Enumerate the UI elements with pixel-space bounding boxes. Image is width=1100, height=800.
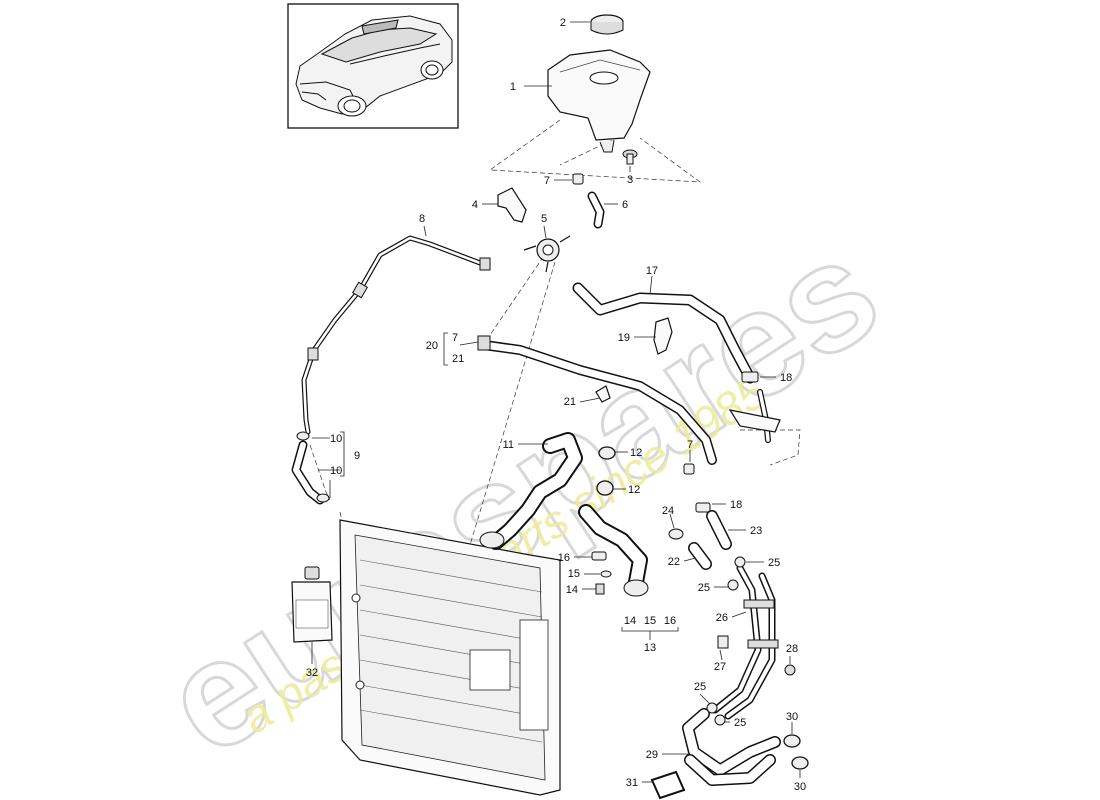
clamp-25-c xyxy=(706,702,718,714)
callout-3: 3 xyxy=(627,174,633,186)
clamp-30-lower xyxy=(791,756,809,770)
callout-29: 29 xyxy=(646,749,658,761)
callout-15: 15 xyxy=(568,568,580,580)
pipe-bracket-right xyxy=(728,389,781,443)
callout-14: 14 xyxy=(566,584,578,596)
plug-16 xyxy=(591,551,607,561)
callout-26: 26 xyxy=(716,612,728,624)
elbow-hose-6 xyxy=(587,191,605,229)
callout-25-d: 25 xyxy=(734,717,746,729)
clamp-18-lower xyxy=(695,502,711,513)
hose-11 xyxy=(479,432,583,550)
connector-5 xyxy=(523,235,571,273)
callout-16-group: 16 xyxy=(664,615,676,627)
callout-22: 22 xyxy=(668,556,680,568)
callout-18-upper: 18 xyxy=(780,372,792,384)
bracket-4 xyxy=(497,187,527,223)
callout-23: 23 xyxy=(750,525,762,537)
callout-27: 27 xyxy=(714,661,726,673)
clamp-25-b xyxy=(727,579,739,591)
callout-4: 4 xyxy=(472,199,478,211)
hose-8 xyxy=(301,235,491,435)
callout-5: 5 xyxy=(541,213,547,225)
thumbnail-box xyxy=(287,3,459,129)
screw-28 xyxy=(784,664,796,676)
callout-21-group: 21 xyxy=(452,353,464,365)
clamp-25-a xyxy=(734,556,746,568)
callout-18-lower: 18 xyxy=(730,499,742,511)
pipe-assembly-26 xyxy=(711,564,779,720)
clamp-30-upper xyxy=(783,734,801,748)
callout-31: 31 xyxy=(626,777,638,789)
coolant-bottle-32 xyxy=(291,566,333,643)
callout-13: 13 xyxy=(644,642,656,654)
callout-20: 20 xyxy=(426,340,438,352)
callout-2: 2 xyxy=(560,17,566,29)
clamp-7-top xyxy=(572,173,584,185)
hose-29 xyxy=(682,708,781,786)
callout-17: 17 xyxy=(646,265,658,277)
callout-1: 1 xyxy=(510,81,516,93)
callout-7-mid: 7 xyxy=(687,439,693,451)
clamp-7-mid xyxy=(683,463,695,475)
callout-30-upper: 30 xyxy=(786,711,798,723)
hose-21 xyxy=(477,335,717,465)
seal-15 xyxy=(600,570,612,578)
callout-11: 11 xyxy=(503,439,514,451)
expansion-tank-cap xyxy=(590,14,624,35)
callout-14-group: 14 xyxy=(624,615,636,627)
callout-9: 9 xyxy=(354,450,360,462)
callout-8: 8 xyxy=(419,213,425,225)
callout-10-lower: 10 xyxy=(330,465,342,477)
callout-12-lower: 12 xyxy=(628,484,640,496)
callout-28: 28 xyxy=(786,643,798,655)
radiator xyxy=(339,519,561,796)
screw-14 xyxy=(595,583,605,595)
hose-23 xyxy=(706,510,732,550)
callout-25-a: 25 xyxy=(768,557,780,569)
clamp-18-upper xyxy=(741,371,759,383)
clip-19 xyxy=(653,317,673,355)
callout-6: 6 xyxy=(622,199,628,211)
callout-7-group: 7 xyxy=(452,332,458,344)
callout-16: 16 xyxy=(558,552,570,564)
callout-10-upper: 10 xyxy=(330,433,342,445)
hose-22 xyxy=(688,542,712,570)
hose-17 xyxy=(572,282,756,384)
callout-labels: 1 2 3 4 5 6 7 8 10 10 9 17 19 18 20 7 21… xyxy=(306,17,806,793)
porsche-suv-thumbnail-icon xyxy=(295,15,453,117)
callout-32: 32 xyxy=(306,667,318,679)
callout-25-b: 25 xyxy=(698,582,710,594)
clamp-12-lower xyxy=(596,480,614,496)
clamp-12-upper xyxy=(598,446,616,460)
callout-12-upper: 12 xyxy=(630,447,642,459)
clamp-25-d xyxy=(714,714,726,726)
callout-19: 19 xyxy=(618,332,630,344)
callout-7-top: 7 xyxy=(544,175,550,187)
callout-25-c: 25 xyxy=(694,681,706,693)
expansion-tank xyxy=(547,49,651,153)
hose-9 xyxy=(291,431,330,505)
clamp-24 xyxy=(668,528,684,540)
callout-30-lower: 30 xyxy=(794,781,806,793)
leader-lines xyxy=(311,21,801,783)
seal-ring-31 xyxy=(650,770,686,800)
callout-15-group: 15 xyxy=(644,615,656,627)
bolt-3 xyxy=(622,149,638,165)
callout-21: 21 xyxy=(564,396,576,408)
fitting-21 xyxy=(595,385,611,403)
callout-24: 24 xyxy=(662,505,674,517)
clip-27 xyxy=(717,635,729,649)
hose-13 xyxy=(578,504,649,597)
